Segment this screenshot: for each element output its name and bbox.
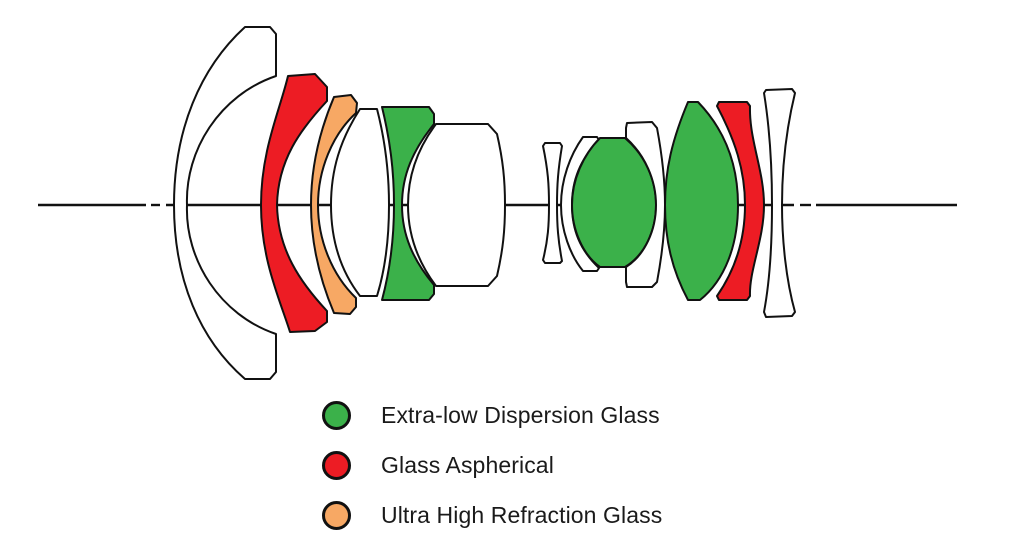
lens-element-6 (407, 123, 506, 287)
aspherical-glass-swatch-icon (322, 450, 351, 480)
lens-element-7 (542, 142, 563, 264)
lens-element-10 (625, 121, 666, 288)
lens-element-12 (716, 101, 765, 301)
legend-item-ed: Extra-low Dispersion Glass (322, 390, 662, 440)
lens-diagram (38, 26, 957, 380)
legend-item-uhr: Ultra High Refraction Glass (322, 490, 662, 540)
lens-element-4 (330, 108, 390, 297)
lens-element-3 (310, 94, 358, 315)
lens-element-2 (260, 73, 328, 333)
uhr-glass-swatch-icon (322, 500, 351, 530)
lens-element-1 (173, 26, 277, 380)
lens-element-5 (381, 106, 435, 301)
lens-element-11 (664, 101, 739, 301)
ed-glass-swatch-icon (322, 400, 351, 430)
legend-item-aspherical: Glass Aspherical (322, 440, 662, 490)
legend: Extra-low Dispersion Glass Glass Aspheri… (322, 390, 662, 540)
legend-label: Glass Aspherical (381, 451, 554, 478)
lens-element-13 (763, 88, 796, 318)
legend-label: Extra-low Dispersion Glass (381, 401, 660, 428)
legend-label: Ultra High Refraction Glass (381, 501, 663, 528)
